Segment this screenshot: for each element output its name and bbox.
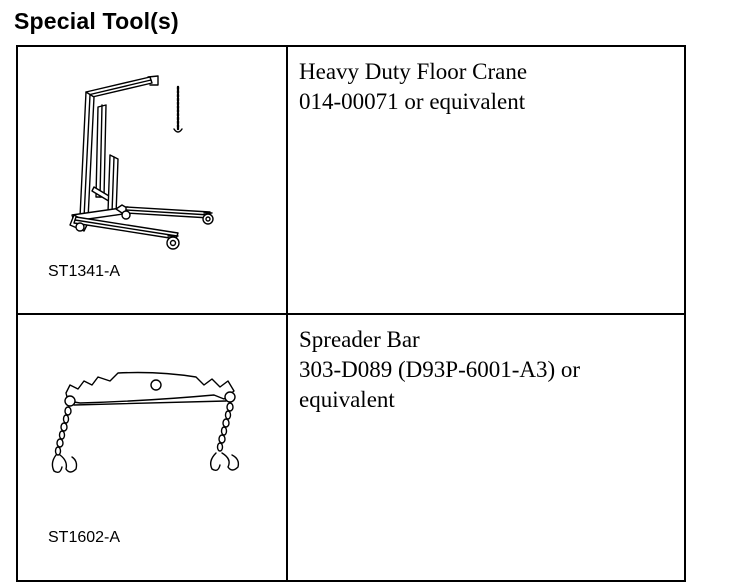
special-tools-table: ST1341-A Heavy Duty Floor Crane 014-0007… [16, 45, 686, 582]
tool-image-cell: ST1602-A [16, 313, 288, 582]
tool-part-number: 303-D089 (D93P-6001-A3) or [299, 357, 581, 382]
tool-description-cell: Heavy Duty Floor Crane 014-00071 or equi… [286, 45, 686, 315]
spreader-bar-illustration [51, 371, 240, 474]
tool-part-number: 014-00071 or equivalent [299, 89, 526, 114]
tool-part-number-continued: equivalent [299, 387, 395, 412]
figure-code: ST1341-A [48, 263, 121, 280]
figure-code: ST1602-A [48, 529, 121, 546]
tool-description-cell: Spreader Bar 303-D089 (D93P-6001-A3) or … [286, 313, 686, 582]
floor-crane-illustration [69, 75, 214, 250]
tool-name: Heavy Duty Floor Crane [299, 59, 528, 84]
tool-name: Spreader Bar [299, 327, 420, 352]
tool-image-cell: ST1341-A [16, 45, 288, 315]
section-heading: Special Tool(s) [14, 8, 179, 34]
tool-row: ST1341-A Heavy Duty Floor Crane 014-0007… [16, 45, 686, 315]
tool-row: ST1602-A Spreader Bar 303-D089 (D93P-600… [16, 313, 686, 582]
